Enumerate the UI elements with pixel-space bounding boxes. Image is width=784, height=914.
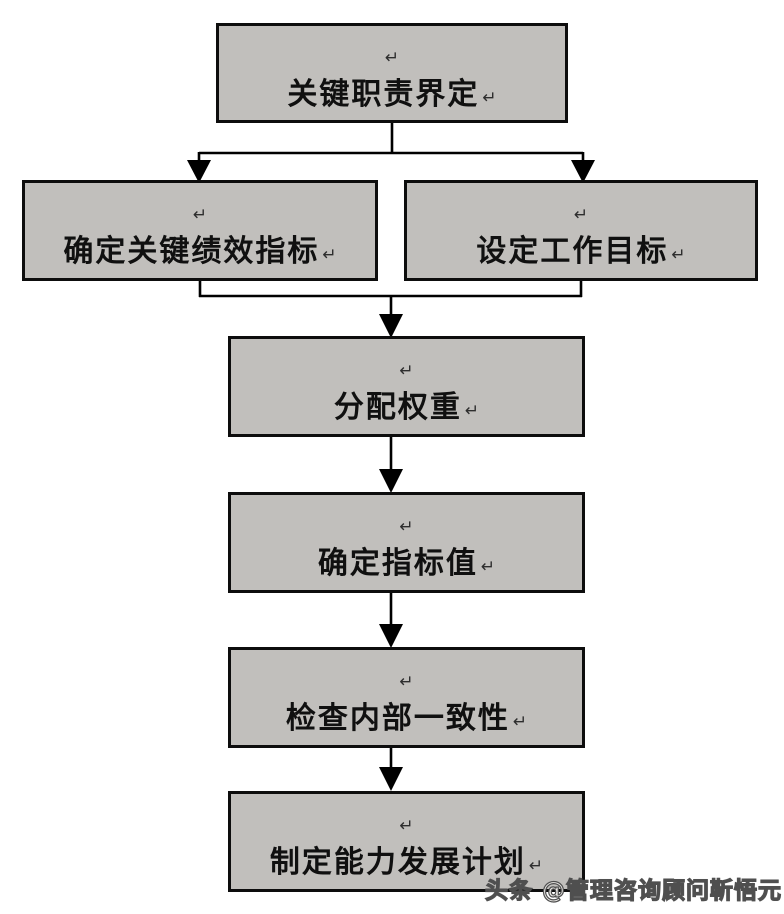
paragraph-mark: ↵: [384, 48, 400, 68]
node-label: 设定工作目标: [476, 234, 669, 269]
toutiao-watermark: 头条 @管理咨询顾问靳悟元: [484, 877, 782, 904]
paragraph-mark: ↵: [399, 361, 414, 381]
flow-node-determine-target-values: ↵ 确定指标值 ↵: [228, 492, 585, 593]
arrowhead-to-determine-kpi: [187, 160, 211, 183]
flow-node-assign-weights: ↵ 分配权重 ↵: [228, 336, 585, 437]
paragraph-mark: ↵: [482, 88, 497, 108]
paragraph-mark: ↵: [573, 205, 589, 225]
node-label: 制定能力发展计划: [269, 845, 526, 880]
flow-node-key-responsibility-definition: ↵ 关键职责界定 ↵: [216, 23, 568, 123]
flow-node-determine-kpi: ↵ 确定关键绩效指标 ↵: [22, 180, 378, 281]
arrowhead-to-determine-target-values: [379, 469, 403, 493]
node-label: 关键职责界定: [287, 77, 480, 112]
node-label-line: 检查内部一致性 ↵: [286, 702, 527, 735]
node-label-line: 关键职责界定 ↵: [287, 78, 496, 111]
paragraph-mark: ↵: [399, 517, 414, 537]
paragraph-mark: ↵: [512, 712, 528, 732]
paragraph-mark: ↵: [192, 205, 208, 225]
flow-node-develop-capability-plan: ↵ 制定能力发展计划 ↵: [228, 791, 585, 892]
node-label-line: 制定能力发展计划 ↵: [270, 846, 543, 879]
node-label-line: 设定工作目标 ↵: [476, 235, 685, 268]
paragraph-mark: ↵: [399, 816, 414, 836]
paragraph-mark: ↵: [671, 245, 686, 265]
arrowhead-to-check-internal-consistency: [379, 624, 403, 648]
arrowhead-to-set-work-goals: [571, 160, 595, 183]
paragraph-mark: ↵: [464, 401, 480, 421]
node-label-line: 分配权重 ↵: [334, 391, 479, 424]
paragraph-mark: ↵: [399, 672, 414, 692]
paragraph-mark: ↵: [528, 856, 544, 876]
node-label: 分配权重: [333, 390, 462, 425]
flow-node-check-internal-consistency: ↵ 检查内部一致性 ↵: [228, 647, 585, 748]
node-label: 检查内部一致性: [285, 701, 510, 736]
flow-node-set-work-goals: ↵ 设定工作目标 ↵: [404, 180, 758, 281]
arrowhead-to-assign-weights: [379, 314, 403, 338]
node-label: 确定指标值: [317, 546, 478, 581]
node-label-line: 确定指标值 ↵: [318, 547, 495, 580]
node-label-line: 确定关键绩效指标 ↵: [63, 235, 336, 268]
node-label: 确定关键绩效指标: [63, 234, 320, 269]
arrowhead-to-develop-capability-plan: [379, 767, 403, 791]
paragraph-mark: ↵: [480, 557, 496, 577]
paragraph-mark: ↵: [322, 245, 337, 265]
